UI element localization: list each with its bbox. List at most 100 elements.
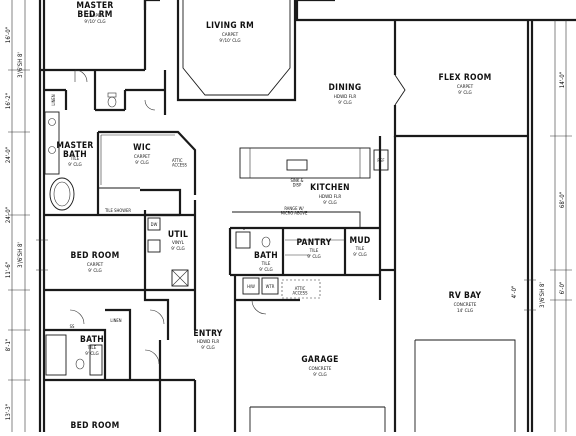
- label-shower: TILE SHOWER: [104, 208, 131, 213]
- room-bath2-finish: TILE: [87, 345, 97, 351]
- label-ss: SS: [70, 324, 75, 329]
- room-mud-finish: TILE: [355, 246, 365, 252]
- room-bed2-finish: CARPET: [87, 262, 104, 268]
- master-tub: [49, 177, 75, 211]
- room-wic-ceiling: 9' CLG: [135, 160, 148, 166]
- dimension-lines: [8, 0, 572, 432]
- door-wc: [144, 99, 156, 111]
- dim-left-4: 11'-6": [5, 262, 12, 278]
- room-flex-ceiling: 9' CLG: [458, 90, 471, 96]
- attic-access-garage: [281, 279, 321, 299]
- exterior-walls: [38, 0, 576, 432]
- room-dining-name: DINING: [329, 83, 362, 93]
- wic-shelf: [100, 134, 175, 185]
- flex-double-door: [394, 74, 406, 106]
- water-heater: [242, 277, 260, 295]
- washer: [147, 217, 161, 231]
- door-master-bath: [74, 69, 88, 83]
- room-mud-ceiling: 9' CLG: [353, 252, 366, 258]
- bath2-tub: [45, 334, 67, 376]
- dryer: [147, 239, 161, 253]
- room-bed2-ceiling: 9' CLG: [88, 268, 101, 274]
- room-pantry-finish: TILE: [309, 248, 319, 254]
- room-bath-hall-ceiling: 9' CLG: [259, 267, 272, 273]
- hall-bath-vanity: [235, 231, 251, 249]
- sink-2: [48, 146, 56, 154]
- window-right: 3'/6'SH 8': [539, 282, 546, 308]
- room-bath2-ceiling: 9' CLG: [85, 351, 98, 357]
- door-entry: [144, 349, 160, 365]
- master-vanity: [44, 111, 60, 175]
- room-entry-name: ENTRY: [193, 329, 222, 339]
- room-util-ceiling: 9' CLG: [171, 246, 184, 252]
- dim-left-3b: 24'-0": [5, 207, 12, 223]
- util-sink: [171, 269, 189, 287]
- door-garage: [251, 299, 267, 315]
- wall-wic-south: [140, 188, 182, 215]
- garage-door-1: [249, 406, 386, 432]
- room-bath2-name: BATH: [80, 335, 104, 345]
- label-linen-hall: LINEN: [110, 318, 121, 323]
- dimension-labels: 16'-0" 16'-2" 24'-0" 24'-0" 11'-6" 8'-1"…: [5, 27, 566, 420]
- dim-left-2: 16'-2": [5, 93, 12, 109]
- room-mud-name: MUD: [349, 236, 370, 246]
- room-bed2-name: BED ROOM: [71, 251, 120, 261]
- living-room-bay-window: [182, 0, 291, 96]
- toilet-master-tank: [107, 92, 117, 98]
- room-pantry-name: PANTRY: [296, 238, 331, 248]
- kitchen-island: [239, 147, 371, 179]
- room-flex-name: FLEX ROOM: [438, 73, 491, 83]
- room-kitchen-ceiling: 9' CLG: [323, 200, 336, 206]
- island-divisions: [249, 148, 361, 178]
- room-wic-name: WIC: [133, 143, 151, 153]
- dim-left-6: 13'-3": [5, 404, 12, 420]
- toilet-master: [107, 96, 117, 108]
- kitchen-sink: [286, 159, 308, 171]
- kitchen-walls: [143, 147, 516, 432]
- room-wic-finish: CARPET: [134, 154, 151, 160]
- label-linen-top: LINEN: [51, 94, 56, 105]
- label-dw: DW: [151, 222, 158, 227]
- dim-ticks-left: [8, 69, 30, 381]
- dim-left-5: 8'-1": [5, 339, 12, 352]
- wall-stub: [143, 0, 160, 10]
- dim-rv-inner: 4'-0": [511, 286, 518, 299]
- bath2-vanity: [89, 344, 103, 376]
- label-wtr: WTR: [266, 284, 275, 289]
- window-left-2: 3'/6'SH 8': [17, 242, 24, 268]
- southwest-walls: [44, 288, 197, 432]
- door-bed2: [149, 309, 165, 325]
- pantry-shelves: [285, 239, 345, 256]
- room-rv-bay-name: RV BAY: [449, 291, 482, 301]
- wall-living-bay: [176, 0, 297, 102]
- room-dining-ceiling: 9' CLG: [338, 100, 351, 106]
- room-kitchen-name: KITCHEN: [310, 183, 350, 193]
- label-range: RANGE W/MICRO ABOVE: [281, 206, 308, 215]
- door-bath2: [69, 309, 85, 325]
- wall-wc-side: [123, 88, 165, 110]
- wall-linen-hall: [105, 308, 132, 380]
- window-bed2: [36, 239, 48, 271]
- room-dining-finish: HDWD FLR: [334, 94, 357, 100]
- room-living-name: LIVING RM: [206, 21, 254, 31]
- wall-hall-east: [143, 290, 170, 340]
- master-tub-inner: [53, 181, 71, 207]
- room-garage-finish: CONCRETE: [309, 366, 332, 372]
- window-rv: [524, 279, 536, 311]
- water-heater-2: [261, 277, 279, 295]
- room-entry-finish: HDWD FLR: [197, 339, 220, 345]
- room-master-bath-finish: TILE: [70, 156, 80, 162]
- room-flex-finish: CARPET: [457, 84, 474, 90]
- room-util-finish: VINYL: [172, 240, 185, 246]
- room-bath-hall-name: BATH: [254, 251, 278, 261]
- sink-1: [48, 118, 56, 126]
- toilet-bath2: [75, 358, 85, 370]
- room-living-ceiling: 9'/10' CLG: [219, 38, 240, 44]
- refrigerator: [373, 149, 389, 171]
